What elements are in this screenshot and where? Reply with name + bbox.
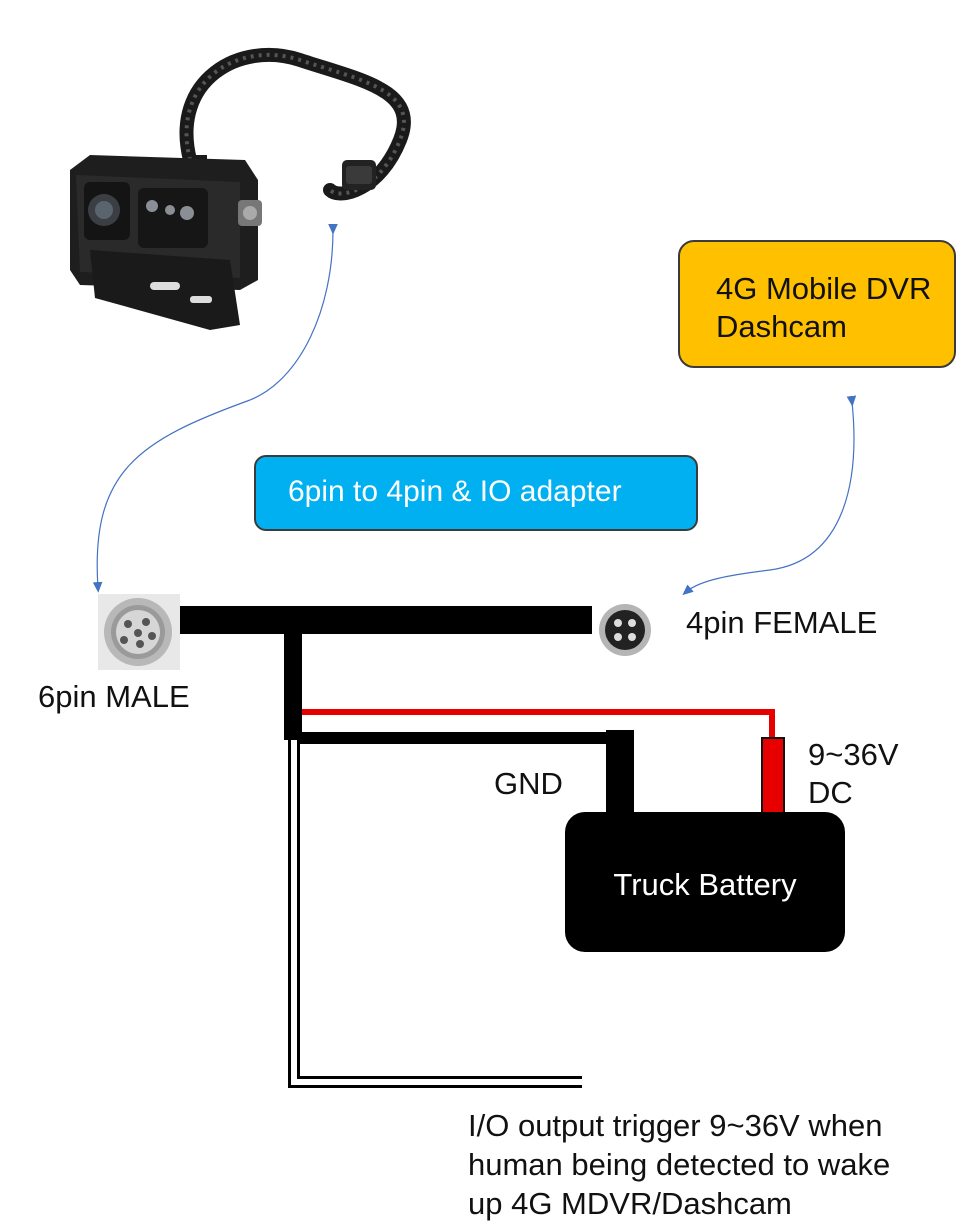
io-note-line1: I/O output trigger 9~36V when [468, 1108, 883, 1143]
power-lead [761, 737, 785, 821]
power-wire [302, 709, 775, 742]
male-connector-image [98, 594, 180, 670]
ground-lead [606, 730, 634, 816]
voltage-line1: 9~36V [808, 737, 899, 772]
dvr-box-line2: Dashcam [716, 309, 847, 344]
adapter-box: 6pin to 4pin & IO adapter [254, 455, 698, 531]
voltage-label: 9~36V DC [808, 736, 899, 812]
gnd-label: GND [494, 766, 563, 801]
io-note: I/O output trigger 9~36V when human bein… [468, 1106, 890, 1223]
camera-image [70, 47, 411, 330]
dvr-box-line1: 4G Mobile DVR [716, 271, 932, 306]
io-note-line2: human being detected to wake [468, 1147, 891, 1182]
truck-battery: Truck Battery [565, 812, 845, 952]
camera-link-arrow [92, 223, 338, 593]
drop-cable [284, 634, 302, 740]
female-connector-label: 4pin FEMALE [686, 605, 878, 640]
voltage-line2: DC [808, 775, 853, 810]
dvr-link-arrow [682, 395, 857, 596]
main-cable [180, 606, 592, 634]
male-connector-label: 6pin MALE [38, 679, 190, 714]
female-connector-image [590, 600, 678, 662]
io-note-line3: up 4G MDVR/Dashcam [468, 1186, 792, 1221]
dvr-box: 4G Mobile DVR Dashcam [678, 240, 956, 368]
